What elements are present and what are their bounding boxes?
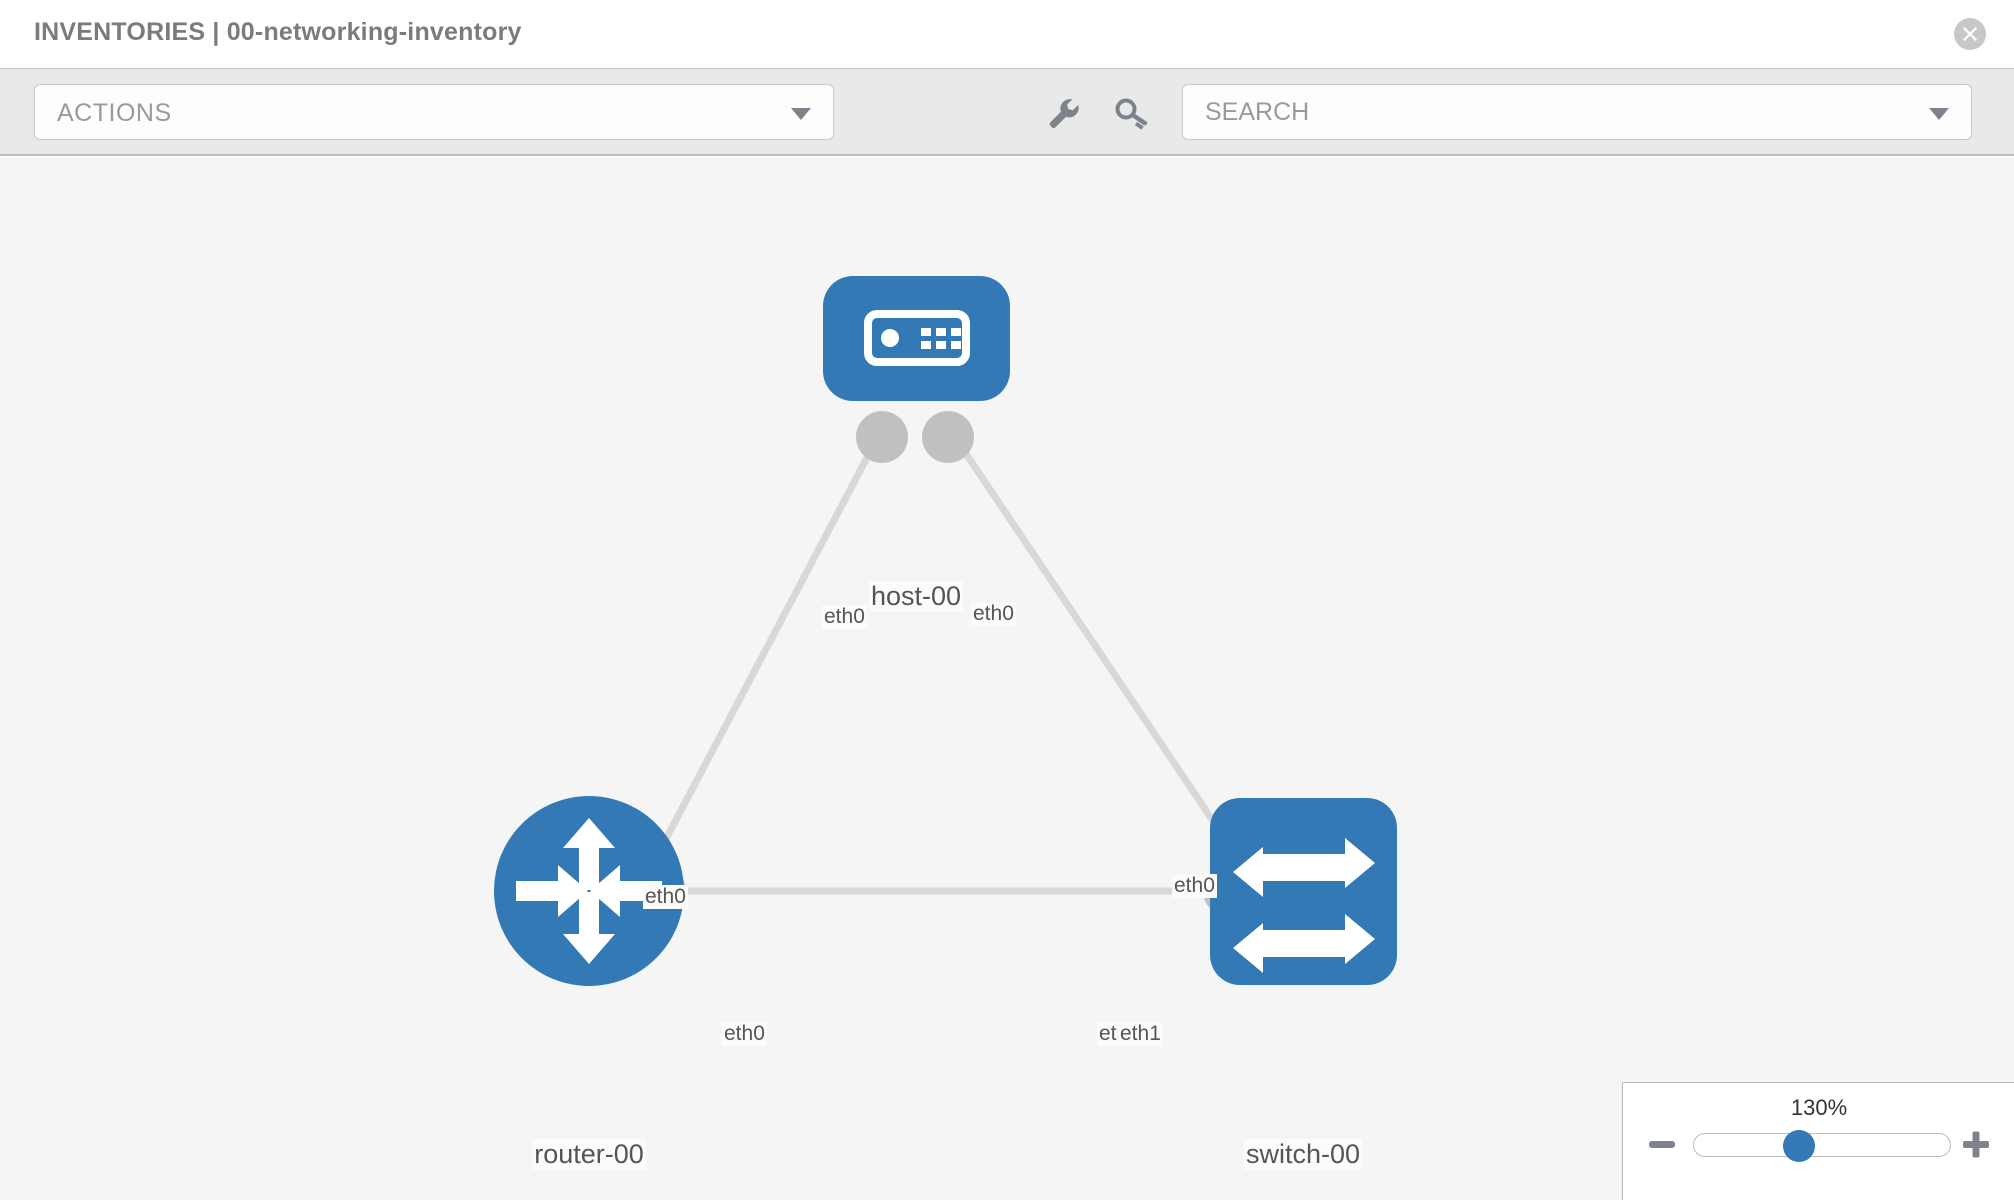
zoom-control-panel: 130% <box>1622 1082 2014 1200</box>
interface-label: eth1 <box>1118 1022 1163 1046</box>
node-label-host-00: host-00 <box>868 581 964 612</box>
topology-canvas[interactable]: host-00 router-00 switch-00 eth0 eth0 et… <box>0 158 2014 1200</box>
search-field[interactable] <box>1182 84 1972 140</box>
actions-dropdown-label: ACTIONS <box>57 99 172 127</box>
node-label-router-00: router-00 <box>532 1139 646 1170</box>
node-label-switch-00: switch-00 <box>1243 1139 1363 1170</box>
plus-icon[interactable] <box>1959 1127 1993 1161</box>
node-switch-00[interactable] <box>1210 798 1397 985</box>
interface-label: eth0 <box>722 1022 767 1046</box>
node-router-00[interactable] <box>494 796 684 986</box>
zoom-slider-track[interactable] <box>1693 1133 1951 1157</box>
zoom-percentage: 130% <box>1790 1095 1848 1120</box>
chevron-down-icon[interactable] <box>1929 108 1949 120</box>
interface-label: eth0 <box>822 605 867 629</box>
page-header: INVENTORIES | 00-networking-inventory <box>0 0 2014 68</box>
server-appliance-icon <box>864 310 970 366</box>
interface-connectors <box>636 411 1266 916</box>
minus-icon[interactable] <box>1645 1127 1679 1161</box>
close-icon[interactable] <box>1954 18 1986 50</box>
topology-graph <box>494 276 1397 986</box>
link-host-router <box>644 431 884 875</box>
search-input[interactable] <box>1183 85 1923 139</box>
chevron-down-icon <box>791 108 811 120</box>
four-way-arrows-icon <box>516 818 662 964</box>
interface-label: eth0 <box>1172 874 1217 898</box>
bidirectional-arrows-icon <box>1233 838 1375 973</box>
link-host-switch <box>949 431 1241 860</box>
node-host-00[interactable] <box>823 276 1010 401</box>
interface-label: eth0 <box>971 602 1016 626</box>
wrench-icon[interactable] <box>1042 93 1082 133</box>
zoom-slider-thumb[interactable] <box>1783 1130 1815 1162</box>
interface-label: eth0 <box>643 885 688 909</box>
actions-dropdown[interactable]: ACTIONS <box>34 84 834 140</box>
key-icon[interactable] <box>1112 93 1152 133</box>
page-title: INVENTORIES | 00-networking-inventory <box>34 18 522 46</box>
toolbar: ACTIONS <box>0 68 2014 156</box>
